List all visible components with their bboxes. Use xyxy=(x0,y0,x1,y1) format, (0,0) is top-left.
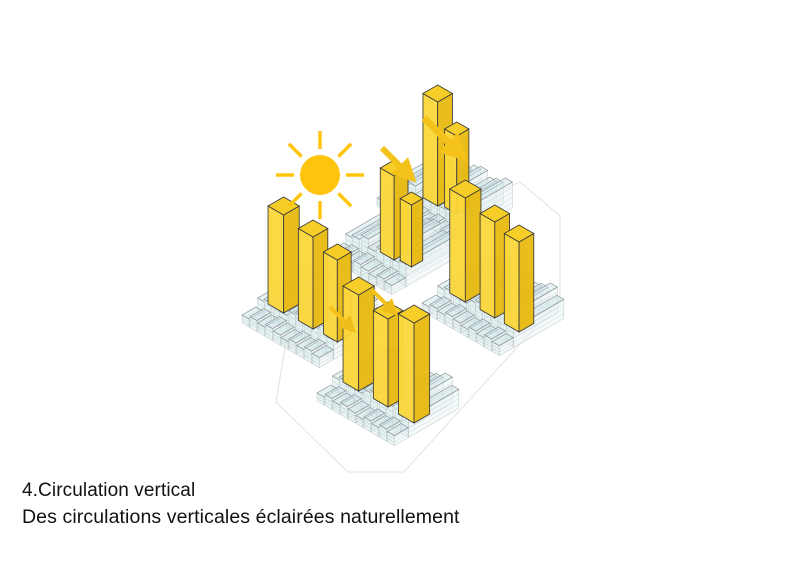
circulation-core xyxy=(267,196,301,314)
caption: 4.Circulation vertical Des circulations … xyxy=(22,478,762,530)
sun-ray xyxy=(287,142,303,158)
building-block xyxy=(316,276,460,447)
circulation-core xyxy=(503,224,535,333)
circulation-core xyxy=(399,191,424,268)
caption-title: 4.Circulation vertical xyxy=(22,480,196,501)
circulation-core xyxy=(448,179,482,303)
site-boundary xyxy=(275,181,561,473)
building-blocks-layer xyxy=(241,84,565,447)
site-boundary-group xyxy=(275,181,561,473)
caption-subtitle: Des circulations verticales éclairées na… xyxy=(22,506,460,528)
light-arrow-lower xyxy=(379,145,417,183)
building-block xyxy=(421,179,565,357)
light-direction-arrows xyxy=(379,115,468,183)
light-arrow-upper xyxy=(421,115,468,162)
inner-light-arrows xyxy=(328,288,398,333)
circulation-core xyxy=(342,276,376,392)
sun-ray xyxy=(337,192,353,208)
circulation-core xyxy=(397,304,431,424)
sun-icon xyxy=(276,131,364,219)
circulation-core xyxy=(297,219,329,330)
sun-ray xyxy=(287,192,303,208)
inner-arrow-a xyxy=(370,288,398,316)
sun-disc xyxy=(300,155,340,195)
inner-arrow-b xyxy=(328,305,356,333)
sun-ray xyxy=(337,142,353,158)
